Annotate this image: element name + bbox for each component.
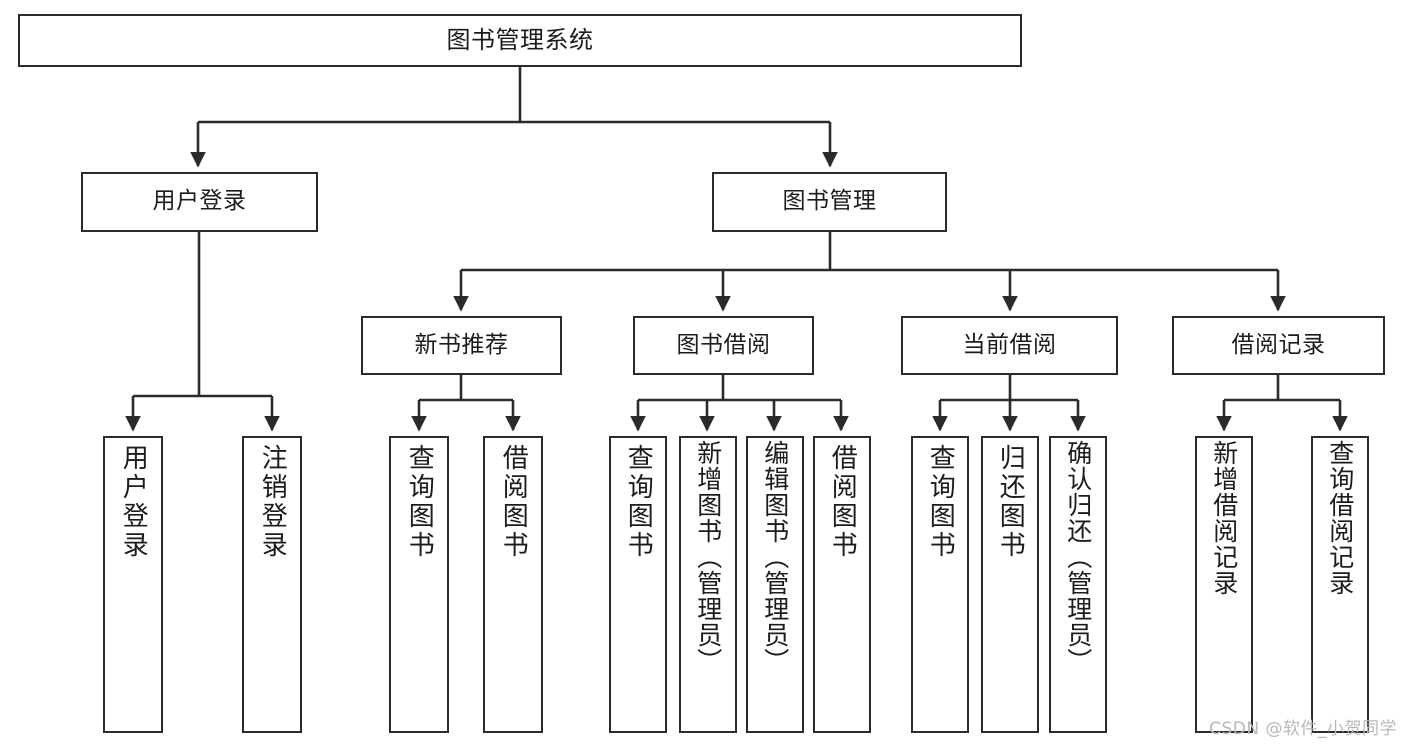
node-leaf-borrow-book-1[interactable]: 借阅图书 xyxy=(483,436,543,733)
node-leaf-borrow-book-2[interactable]: 借阅图书 xyxy=(813,436,871,733)
node-label: 确认归还（管理员） xyxy=(1063,440,1093,674)
node-label: 新增借阅记录 xyxy=(1209,440,1239,596)
node-book-manage[interactable]: 图书管理 xyxy=(712,172,947,232)
node-current-borrow[interactable]: 当前借阅 xyxy=(901,316,1118,375)
node-leaf-query-book-1[interactable]: 查询图书 xyxy=(389,436,449,733)
node-leaf-user-login[interactable]: 用户登录 xyxy=(103,436,163,733)
node-label: 当前借阅 xyxy=(962,331,1057,358)
node-label: 查询图书 xyxy=(623,444,654,560)
node-label: 归还图书 xyxy=(995,444,1026,560)
node-label: 编辑图书（管理员） xyxy=(760,440,790,674)
watermark-text: CSDN @软件_小贺同学 xyxy=(1209,719,1397,739)
node-label: 借阅图书 xyxy=(498,444,529,560)
node-label: 新书推荐 xyxy=(414,331,509,358)
node-leaf-confirm-return[interactable]: 确认归还（管理员） xyxy=(1049,436,1107,733)
node-label: 图书借阅 xyxy=(676,331,771,358)
node-label: 借阅记录 xyxy=(1231,331,1326,358)
node-label: 图书管理 xyxy=(782,188,877,215)
node-leaf-logout[interactable]: 注销登录 xyxy=(242,436,302,733)
node-new-book-rec[interactable]: 新书推荐 xyxy=(361,316,562,375)
node-book-borrow[interactable]: 图书借阅 xyxy=(633,316,814,375)
node-leaf-add-record[interactable]: 新增借阅记录 xyxy=(1195,436,1253,733)
node-leaf-query-book-3[interactable]: 查询图书 xyxy=(911,436,969,733)
node-label: 查询借阅记录 xyxy=(1325,440,1355,596)
node-label: 注销登录 xyxy=(257,444,288,560)
node-label: 查询图书 xyxy=(925,444,956,560)
node-leaf-query-book-2[interactable]: 查询图书 xyxy=(609,436,667,733)
node-label: 借阅图书 xyxy=(827,444,858,560)
node-leaf-add-book[interactable]: 新增图书（管理员） xyxy=(679,436,737,733)
node-label: 用户登录 xyxy=(152,188,247,215)
node-label: 新增图书（管理员） xyxy=(693,440,723,674)
node-label: 图书管理系统 xyxy=(446,26,594,55)
node-leaf-query-record[interactable]: 查询借阅记录 xyxy=(1311,436,1369,733)
node-label: 用户登录 xyxy=(118,444,149,560)
node-label: 查询图书 xyxy=(404,444,435,560)
node-borrow-record[interactable]: 借阅记录 xyxy=(1172,316,1385,375)
node-leaf-return-book[interactable]: 归还图书 xyxy=(981,436,1039,733)
node-leaf-edit-book[interactable]: 编辑图书（管理员） xyxy=(746,436,804,733)
node-user-login[interactable]: 用户登录 xyxy=(81,172,318,232)
node-root-system[interactable]: 图书管理系统 xyxy=(18,14,1022,67)
